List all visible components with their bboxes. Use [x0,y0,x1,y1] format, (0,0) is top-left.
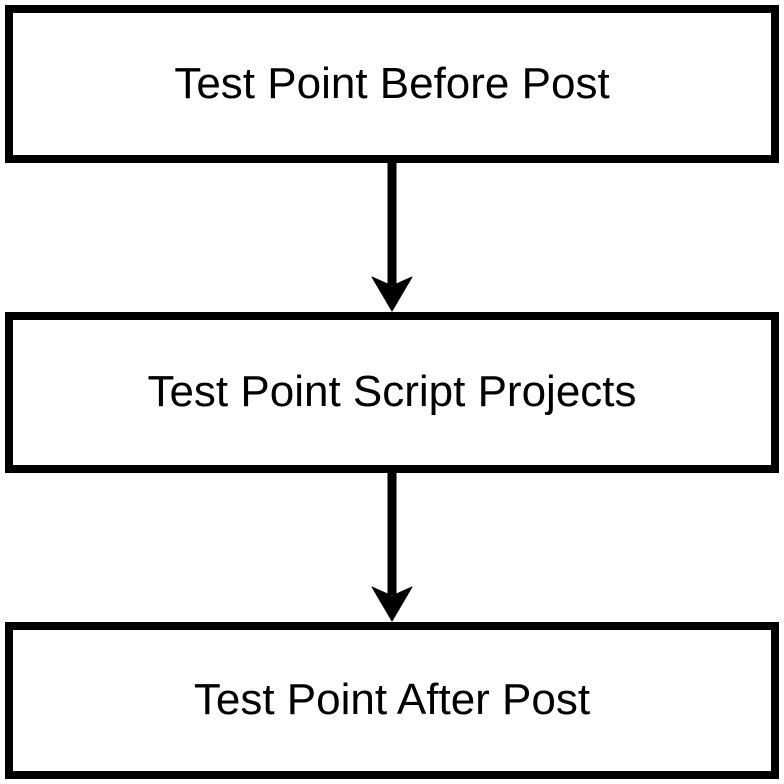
arrow-down-icon [371,163,413,312]
node-label: Test Point Before Post [174,58,610,108]
node-test-point-before-post: Test Point Before Post [5,5,779,163]
node-test-point-after-post: Test Point After Post [5,622,779,779]
node-label: Test Point Script Projects [147,367,637,417]
arrow-down-icon [371,473,413,622]
connector-arrow-1 [362,163,422,312]
connector-arrow-2 [362,473,422,622]
node-test-point-script-projects: Test Point Script Projects [5,312,779,473]
node-label: Test Point After Post [193,675,591,725]
